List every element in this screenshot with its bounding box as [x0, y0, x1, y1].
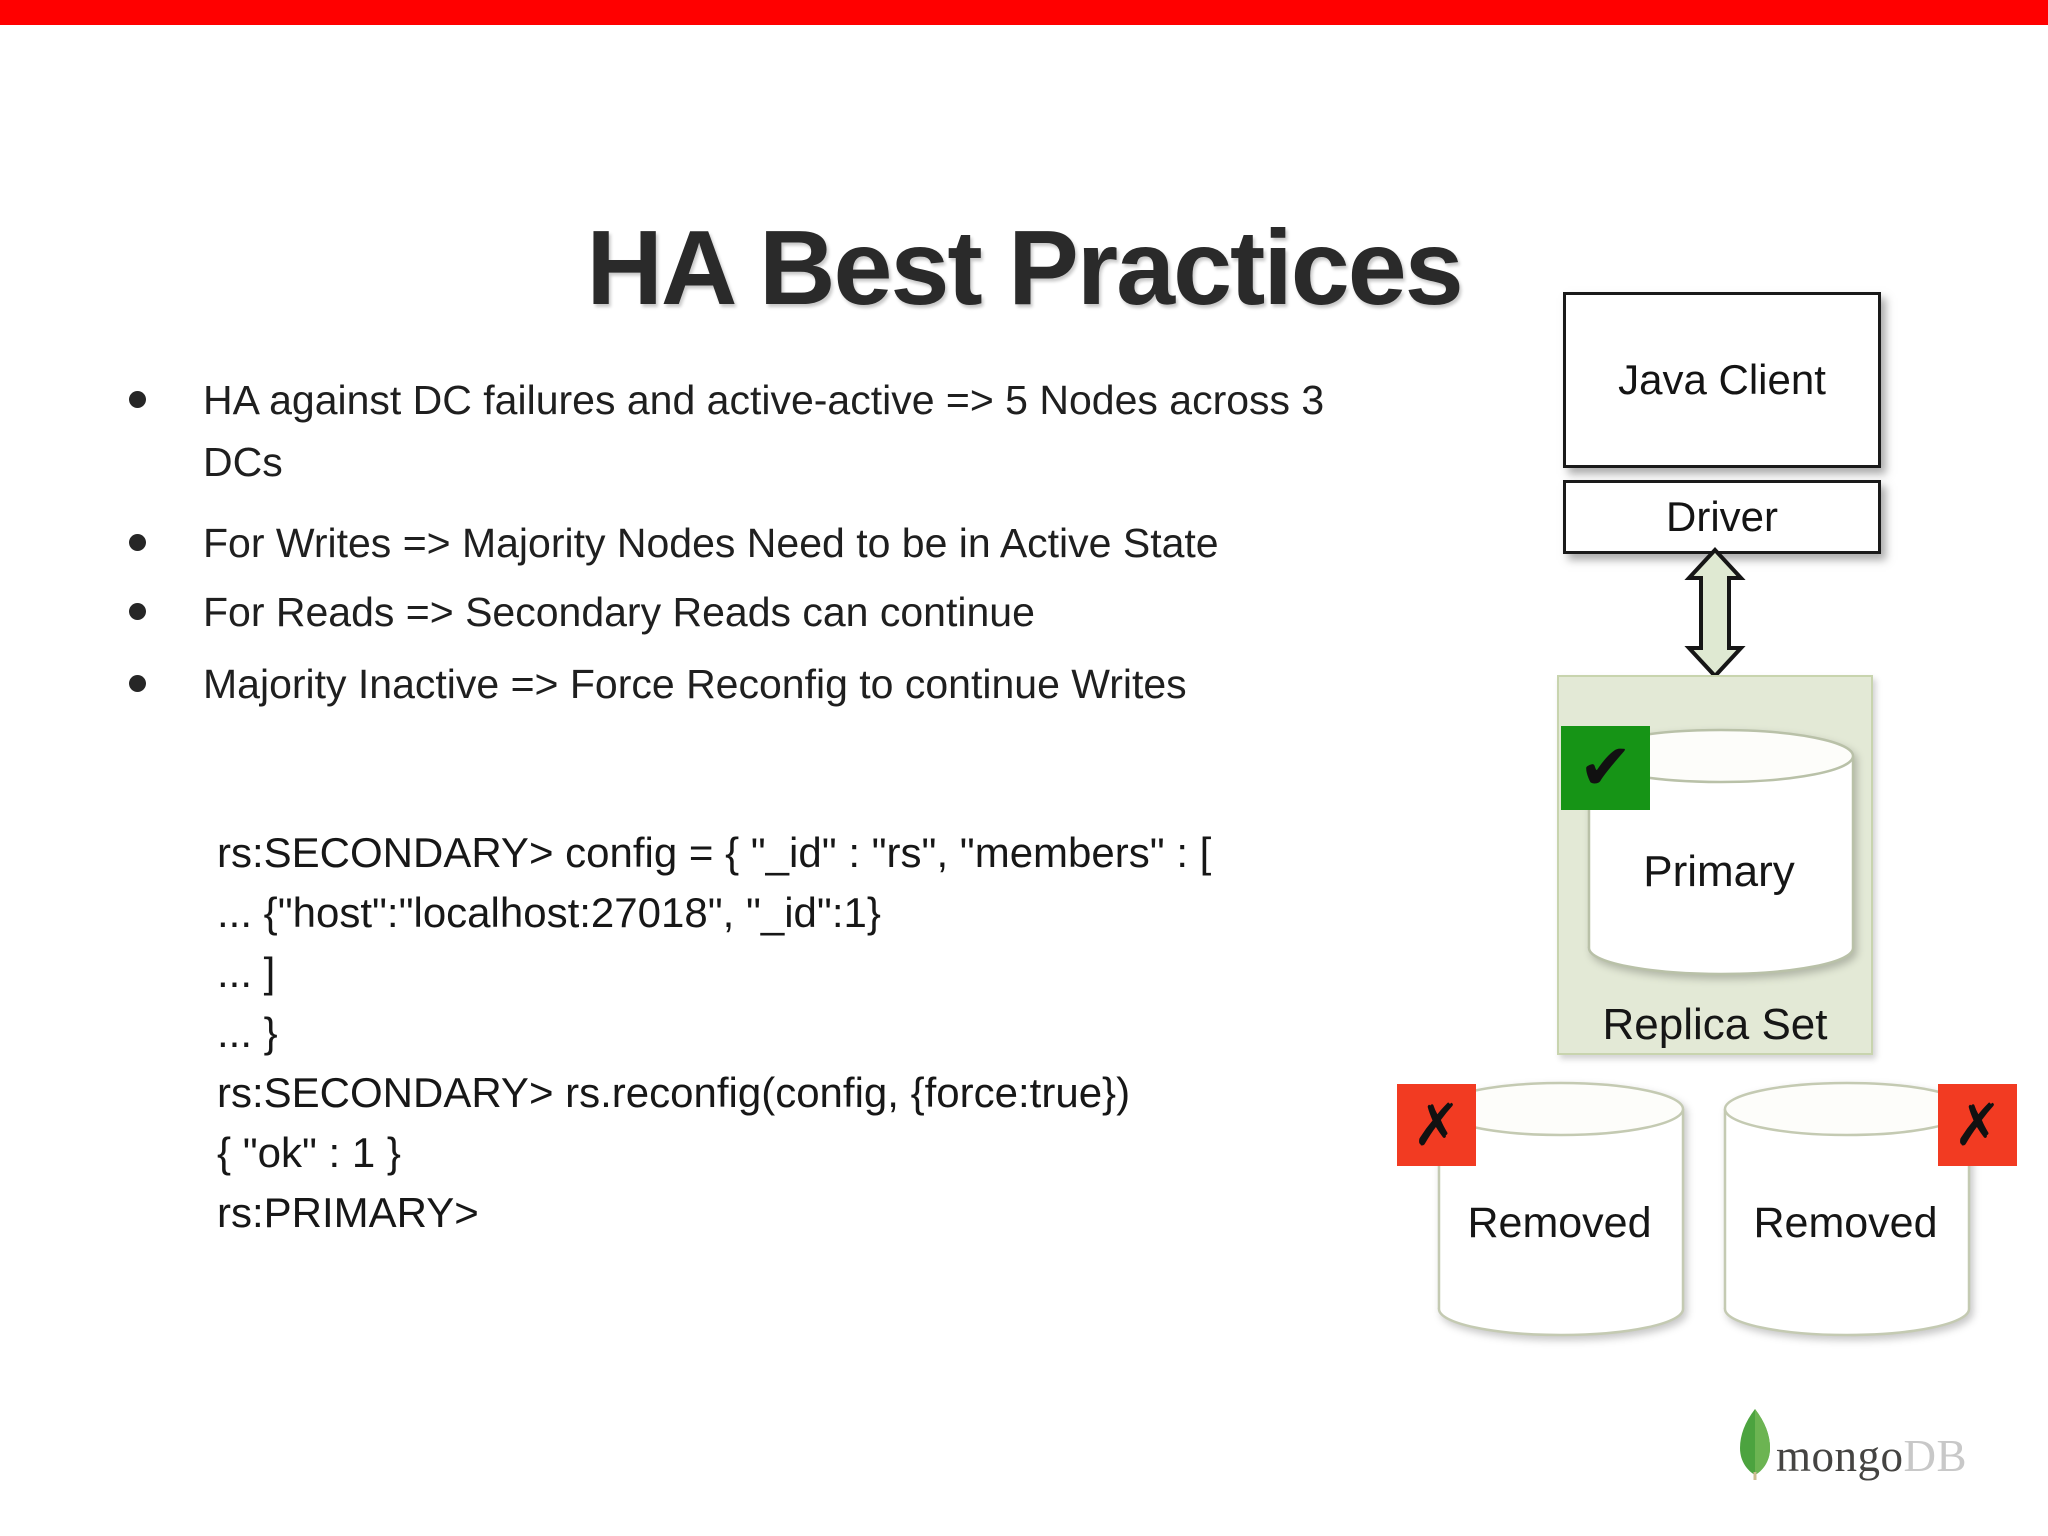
driver-box: Driver [1563, 480, 1881, 554]
mongodb-wordmark-mongo: mongo [1776, 1431, 1904, 1481]
bullet-text: DCs [203, 439, 283, 485]
primary-label: Primary [1643, 847, 1795, 896]
bullet-text: HA against DC failures and active-active… [203, 377, 1325, 423]
x-icon-right: ✗ [1938, 1084, 2017, 1166]
x-glyph: ✗ [1953, 1091, 2002, 1159]
java-client-box: Java Client [1563, 292, 1881, 468]
removed-left-label: Removed [1467, 1199, 1652, 1247]
console-output: rs:SECONDARY> config = { "_id" : "rs", "… [217, 823, 1211, 1243]
bullet-text: For Writes => Majority Nodes Need to be … [203, 520, 1219, 566]
x-icon-left: ✗ [1397, 1084, 1476, 1166]
bullet-text: For Reads => Secondary Reads can continu… [203, 589, 1035, 635]
driver-label: Driver [1666, 493, 1778, 540]
replica-set-label: Replica Set [1602, 1000, 1828, 1049]
mongodb-logo: mongoDB [1740, 1408, 1967, 1480]
bullet-item: For Reads => Secondary Reads can continu… [127, 581, 1035, 643]
mongodb-leaf-icon [1740, 1409, 1770, 1480]
bullet-dot-icon [129, 391, 146, 408]
bullet-dot-icon [129, 534, 146, 551]
console-line: ... } [217, 1009, 278, 1056]
java-client-label: Java Client [1618, 356, 1826, 403]
mongodb-wordmark: mongoDB [1776, 1434, 1967, 1479]
removed-cylinder-left-icon [1437, 1081, 1685, 1337]
top-red-bar [0, 0, 2048, 25]
mongodb-wordmark-db: DB [1903, 1431, 1968, 1481]
bullet-item: Majority Inactive => Force Reconfig to c… [127, 653, 1187, 715]
bullet-item: For Writes => Majority Nodes Need to be … [127, 512, 1219, 574]
double-arrow-icon [1684, 547, 1746, 679]
console-line: ... ] [217, 949, 276, 996]
removed-right-label: Removed [1753, 1199, 1938, 1247]
check-icon: ✔ [1561, 726, 1650, 810]
check-glyph: ✔ [1578, 731, 1633, 805]
console-line: rs:PRIMARY> [217, 1189, 479, 1236]
console-line: ... {"host":"localhost:27018", "_id":1} [217, 889, 881, 936]
x-glyph: ✗ [1412, 1091, 1461, 1159]
bullet-dot-icon [129, 675, 146, 692]
removed-cylinder-right-icon [1723, 1081, 1971, 1337]
slide-title: HA Best Practices [586, 209, 1463, 328]
console-line: rs:SECONDARY> rs.reconfig(config, {force… [217, 1069, 1131, 1116]
bullet-text: Majority Inactive => Force Reconfig to c… [203, 661, 1187, 707]
bullet-dot-icon [129, 603, 146, 620]
bullet-item: HA against DC failures and active-active… [127, 369, 1324, 493]
console-line: { "ok" : 1 } [217, 1129, 401, 1176]
console-line: rs:SECONDARY> config = { "_id" : "rs", "… [217, 829, 1212, 876]
